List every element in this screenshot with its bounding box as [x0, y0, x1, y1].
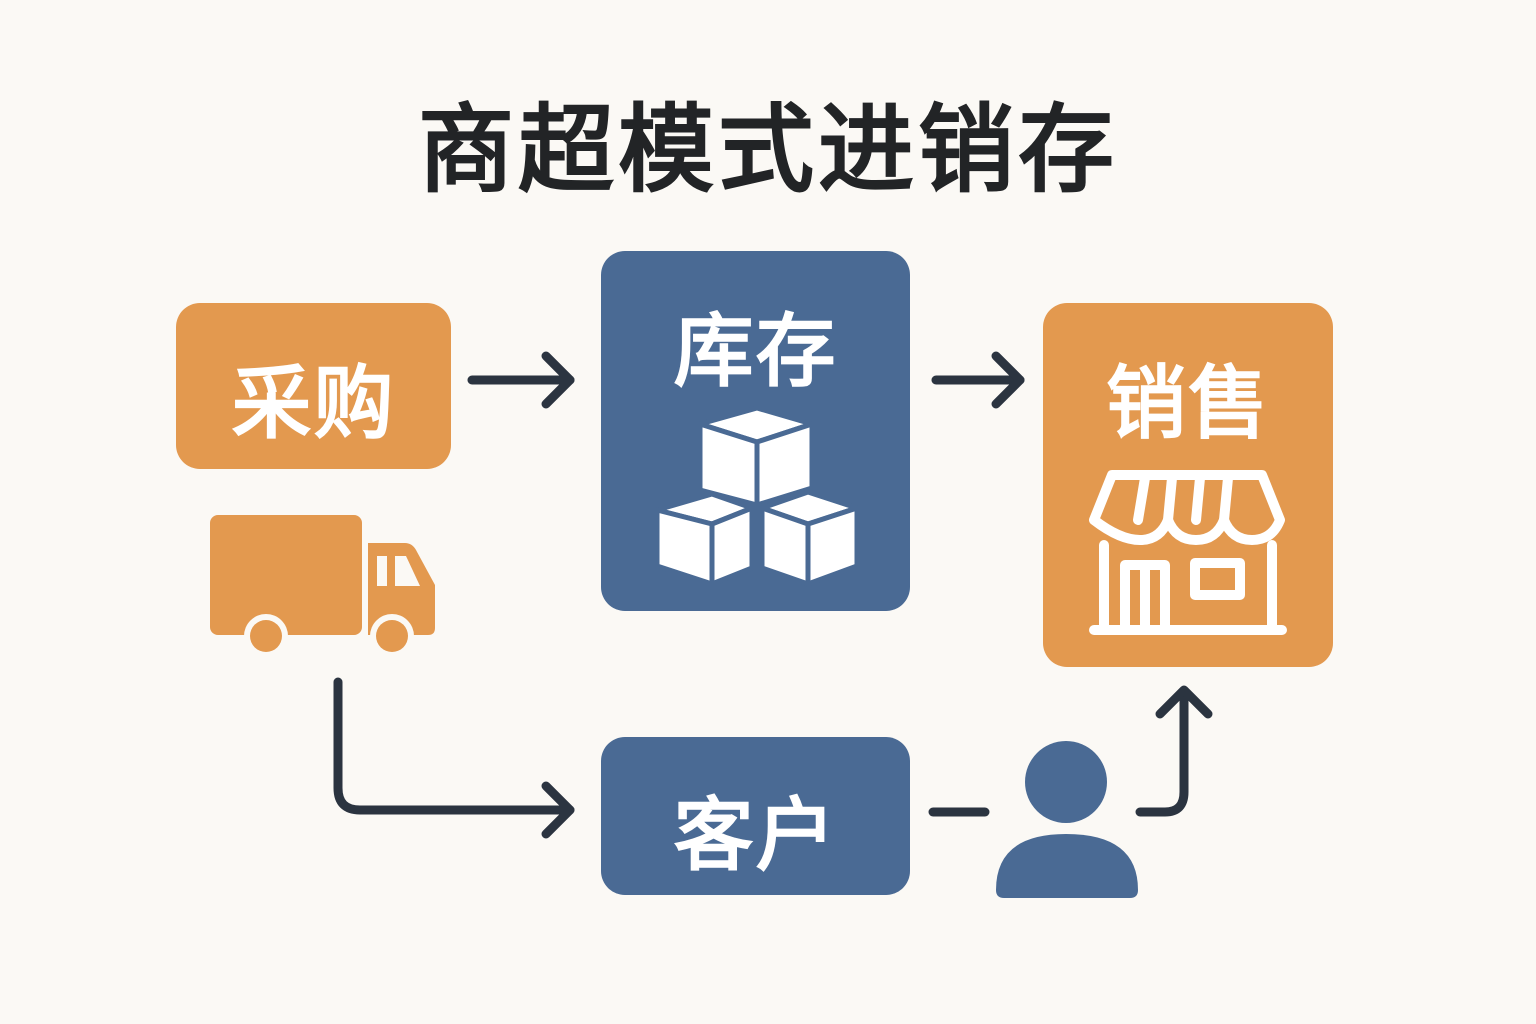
inventory-label: 库存 — [673, 305, 838, 398]
store-icon — [1089, 470, 1287, 635]
purchase-label: 采购 — [231, 357, 396, 450]
diagram-title: 商超模式进销存 — [418, 94, 1118, 206]
customer-label: 客户 — [673, 789, 838, 882]
truck-icon — [210, 515, 435, 658]
sales-label: 销售 — [1106, 357, 1270, 450]
arrow-purchase-to-inventory — [467, 351, 575, 409]
arrow-inventory-to-sales — [931, 351, 1025, 409]
arrow-person-to-sales — [1135, 685, 1213, 817]
person-icon — [996, 741, 1138, 898]
purchase-node: 采购 — [176, 303, 451, 469]
boxes-icon — [654, 405, 860, 587]
arrow-truck-to-customer — [333, 677, 575, 839]
customer-node: 客户 — [601, 737, 910, 895]
sales-node: 销售 — [1043, 303, 1333, 667]
